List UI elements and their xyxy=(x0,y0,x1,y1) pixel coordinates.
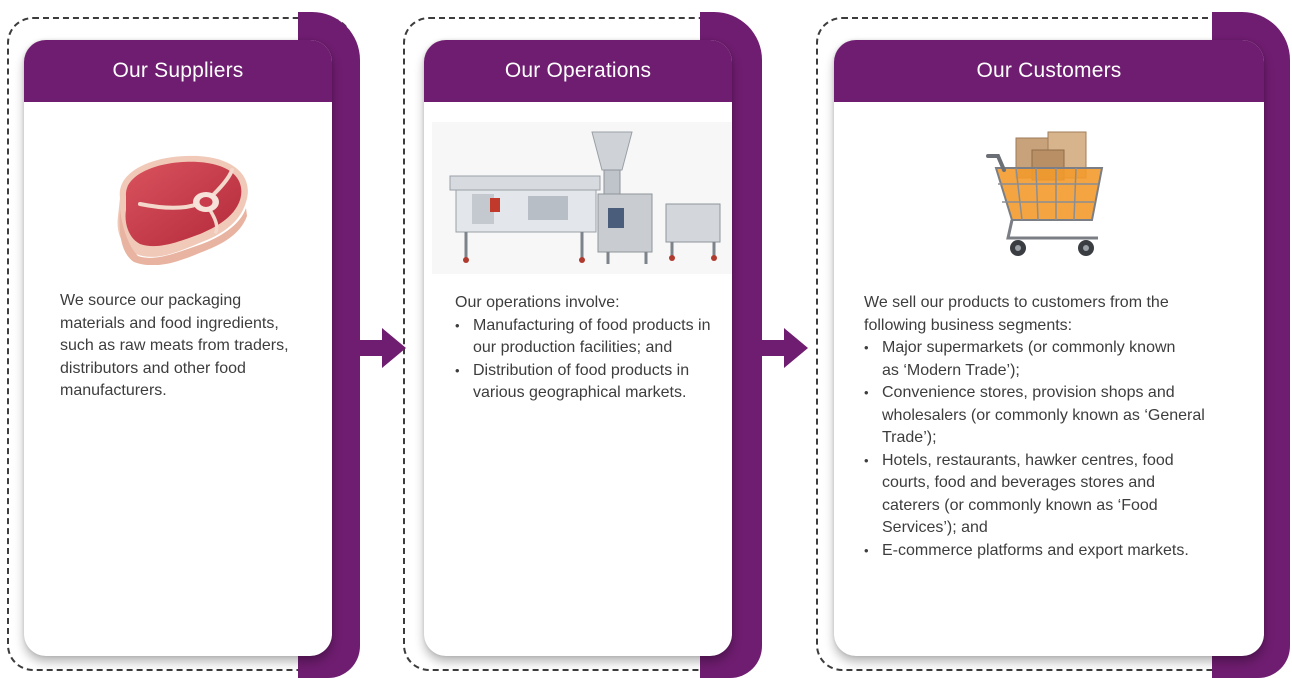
customers-title: Our Customers xyxy=(834,40,1264,102)
operations-item: Distribution of food products in various… xyxy=(455,360,715,405)
operations-intro: Our operations involve: xyxy=(455,294,620,311)
customers-item: E-commerce platforms and export markets. xyxy=(864,540,1212,563)
customers-item: Convenience stores, provision shops and … xyxy=(864,382,1242,450)
operations-list: Manufacturing of food products in our pr… xyxy=(455,315,715,405)
food-processing-machine-icon xyxy=(432,122,732,274)
shopping-cart-icon xyxy=(986,131,1104,256)
customers-list: Major supermarkets (or commonly known as… xyxy=(864,337,1249,562)
arrow-right-icon xyxy=(762,328,808,368)
raw-meat-icon xyxy=(117,155,248,265)
customers-card: Our Customers We sell our products to cu… xyxy=(834,40,1264,656)
operations-body: Our operations involve: Manufacturing of… xyxy=(455,292,715,405)
suppliers-card: Our Suppliers We source our packaging ma… xyxy=(24,40,332,656)
customers-body: We sell our products to customers from t… xyxy=(864,292,1249,562)
operations-title: Our Operations xyxy=(424,40,732,102)
suppliers-title: Our Suppliers xyxy=(24,40,332,102)
operations-card: Our Operations Our operations involve: M… xyxy=(424,40,732,656)
arrow-right-icon xyxy=(360,328,406,368)
customers-item: Hotels, restaurants, hawker centres, foo… xyxy=(864,450,1202,540)
operations-item: Manufacturing of food products in our pr… xyxy=(455,315,715,360)
customers-item: Major supermarkets (or commonly known as… xyxy=(864,337,1192,382)
suppliers-body: We source our packaging materials and fo… xyxy=(60,292,289,399)
customers-intro: We sell our products to customers from t… xyxy=(864,294,1169,334)
